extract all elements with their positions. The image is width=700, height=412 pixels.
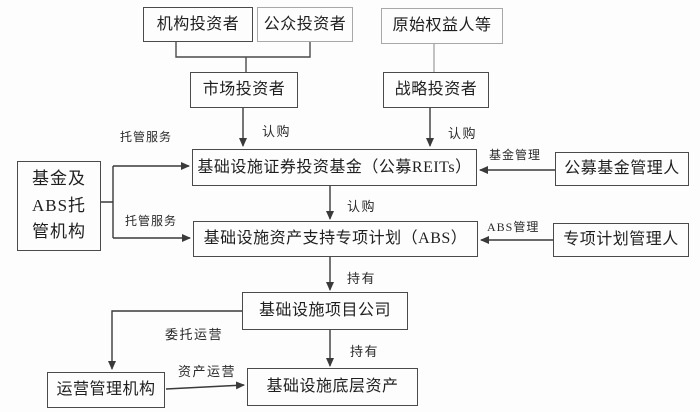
node-custodian: 基金及 ABS托 管机构 — [17, 161, 101, 251]
edge-label-subscribe-strategic: 认购 — [448, 126, 478, 141]
edge-custodian-trunk — [101, 166, 114, 238]
node-abs-plan: 基础设施资产支持专项计划（ABS） — [193, 221, 478, 257]
edge-label-subscribe-reits-abs: 认购 — [347, 199, 377, 214]
edge-investors-bracket — [175, 42, 311, 72]
edge-label-asset-operation: 资产运营 — [178, 364, 237, 379]
edge-label-hold-project: 持有 — [347, 271, 377, 286]
node-public-investors: 公众投资者 — [257, 7, 353, 42]
edge-label-hold-assets: 持有 — [350, 344, 380, 359]
edge-label-subscribe-market: 认购 — [262, 124, 292, 139]
edge-label-abs-management: ABS管理 — [487, 220, 540, 234]
node-original-equity-holders: 原始权益人等 — [381, 8, 503, 44]
node-institutional-investors: 机构投资者 — [143, 7, 253, 42]
node-special-plan-manager: 专项计划管理人 — [553, 223, 689, 257]
edge-project-to-opmanager — [108, 310, 242, 370]
node-market-investors: 市场投资者 — [190, 72, 298, 108]
node-underlying-assets: 基础设施底层资产 — [247, 368, 418, 406]
edge-label-custody-service-top: 托管服务 — [120, 130, 173, 144]
edge-opmanager-to-assets — [165, 381, 245, 390]
edge-label-entrusted-operation: 委托运营 — [165, 327, 224, 342]
edge-label-fund-management: 基金管理 — [489, 148, 542, 162]
node-reits-fund: 基础设施证券投资基金（公募REITs） — [192, 149, 477, 186]
node-project-company: 基础设施项目公司 — [242, 292, 408, 330]
edge-label-custody-service-bottom: 托管服务 — [125, 214, 178, 228]
node-operation-manager: 运营管理机构 — [47, 372, 165, 408]
node-public-fund-manager: 公募基金管理人 — [555, 152, 689, 186]
node-strategic-investors: 战略投资者 — [383, 72, 489, 108]
